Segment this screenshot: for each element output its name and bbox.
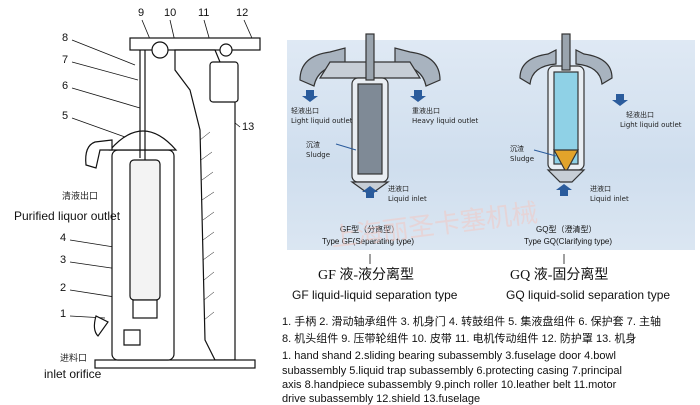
gq-light-outlet-cn: 轻液出口 xyxy=(626,111,654,119)
callout-12: 12 xyxy=(236,7,249,19)
legend-en-line-3: axis 8.handpiece subassembly 9.pinch rol… xyxy=(282,379,617,391)
callout-9: 9 xyxy=(138,7,145,19)
gf-heavy-outlet-en: Heavy liquid outlet xyxy=(412,117,479,125)
callout-11: 11 xyxy=(198,7,210,19)
legend-cn-line-2: 8. 机头组件 9. 压带轮组件 10. 皮带 11. 电机传动组件 12. 防… xyxy=(282,333,637,345)
callout-5: 5 xyxy=(62,110,69,122)
gf-type-cn: GF型（分离型） xyxy=(340,225,400,234)
gq-type-en: Type GQ(Clarifying type) xyxy=(524,237,613,246)
gf-inlet-cn: 进液口 xyxy=(388,185,409,193)
callout-7: 7 xyxy=(62,54,69,66)
gq-light-outlet-en: Light liquid outlet xyxy=(620,121,682,129)
callout-1: 1 xyxy=(60,308,67,320)
legend-en-line-4: drive subassembly 12.shield 13.fuselage xyxy=(282,393,481,405)
callout-2: 2 xyxy=(60,282,67,294)
gf-inlet-en: Liquid inlet xyxy=(388,195,427,203)
gf-type-en: Type GF(Separating type) xyxy=(322,237,415,246)
gf-light-outlet-cn: 轻液出口 xyxy=(291,107,319,115)
gf-caption-cn: GF 液-液分离型 xyxy=(318,268,415,283)
gf-heavy-outlet-cn: 重液出口 xyxy=(412,107,440,115)
gq-sludge-en: Sludge xyxy=(510,155,535,163)
purified-outlet-label-cn: 清液出口 xyxy=(62,192,99,202)
gf-caption-en: GF liquid-liquid separation type xyxy=(292,288,458,302)
legend-en-line-2: subassembly 5.liquid trap subassembly 6.… xyxy=(282,365,622,377)
legend-cn-line-1: 1. 手柄 2. 滑动轴承组件 3. 机身门 4. 转鼓组件 5. 集液盘组件 … xyxy=(282,316,661,328)
gq-sludge-cn: 沉渣 xyxy=(510,145,524,153)
legend-en-line-1: 1. hand shand 2.sliding bearing subassem… xyxy=(282,350,616,362)
callout-10: 10 xyxy=(164,7,177,19)
gf-sludge-cn: 沉渣 xyxy=(306,141,320,149)
callout-3: 3 xyxy=(60,254,67,266)
gq-inlet-cn: 进液口 xyxy=(590,185,611,193)
gf-light-outlet-en: Light liquid outlet xyxy=(291,117,353,125)
gq-caption-cn: GQ 液-固分离型 xyxy=(510,268,609,283)
callout-13: 13 xyxy=(242,121,255,133)
gq-inlet-en: Liquid inlet xyxy=(590,195,629,203)
callout-4: 4 xyxy=(60,232,67,244)
inlet-label-en: inlet orifice xyxy=(44,367,102,381)
callout-6: 6 xyxy=(62,80,69,92)
inlet-label-cn: 进料口 xyxy=(60,354,88,364)
callout-8: 8 xyxy=(62,32,69,44)
purified-outlet-label-en: Purified liquor outlet xyxy=(14,209,121,223)
gf-sludge-en: Sludge xyxy=(306,151,331,159)
gq-caption-en: GQ liquid-solid separation type xyxy=(506,288,671,302)
gq-type-cn: GQ型（澄清型） xyxy=(536,225,597,234)
